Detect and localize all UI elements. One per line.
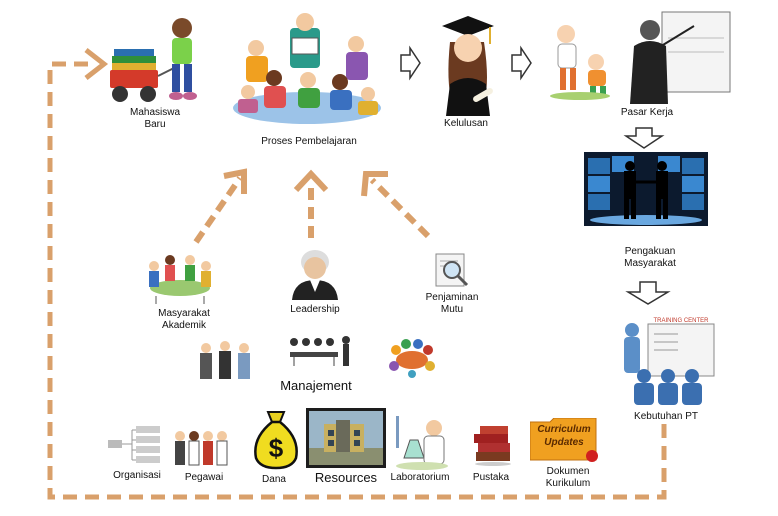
label-resources: Resources: [314, 470, 378, 485]
arrow-recognition-to-needs: [625, 281, 671, 305]
books-icon: [474, 426, 511, 466]
arrow-academic-head: [223, 168, 247, 194]
student-with-wagon-icon: [110, 18, 197, 102]
building-icon: [306, 408, 386, 468]
business-people-icon: [200, 341, 250, 379]
meeting-table-icon: [290, 336, 350, 366]
arrow-graduation-to-market: [511, 45, 532, 81]
graduate-icon: [442, 16, 494, 116]
label-proses-pembelajaran: Proses Pembelajaran: [261, 136, 357, 147]
label-kelulusan: Kelulusan: [444, 118, 488, 129]
arrow-quality-to-process: [369, 177, 431, 239]
money-bag-icon: $: [254, 411, 298, 470]
label-kebutuhan-pt: Kebutuhan PT: [634, 411, 698, 422]
arrow-academic-to-process: [193, 176, 243, 244]
label-pasar-kerja: Pasar Kerja: [620, 107, 674, 118]
leadership-portrait-icon: [292, 250, 338, 300]
label-pustaka: Pustaka: [472, 472, 510, 483]
reading-group-icon: [233, 13, 381, 124]
arrow-process-to-graduation: [400, 45, 421, 81]
label-mahasiswa-baru: Mahasiswa Baru: [129, 107, 181, 130]
arrow-market-to-recognition: [623, 127, 665, 149]
training-center-icon: TRAINING CENTER: [624, 318, 715, 405]
label-penjaminan-mutu: Penjaminan Mutu: [425, 292, 479, 315]
arrow-quality-head: [361, 171, 388, 197]
curriculum-updates-text: Curriculum Updates: [537, 424, 591, 448]
label-masyarakat-akademik: Masyarakat Akademik: [158, 308, 210, 331]
staff-group-icon: [175, 431, 228, 466]
lab-scientist-icon: [396, 416, 448, 470]
label-leadership: Leadership: [290, 304, 340, 315]
svg-text:$: $: [269, 433, 284, 463]
injured-people-icon: [550, 25, 610, 100]
curriculum-folder-icon: Curriculum Updates: [530, 418, 598, 462]
org-chart-icon: [108, 426, 160, 463]
label-pengakuan-masyarakat: Pengakuan Masyarakat: [624, 246, 676, 269]
arrow-leadership-head: [293, 169, 329, 193]
presenter-icon: [630, 11, 731, 104]
label-manajemen: Manajement: [280, 378, 352, 393]
label-pegawai: Pegawai: [184, 472, 224, 483]
label-organisasi: Organisasi: [113, 470, 161, 481]
academic-meeting-icon: [149, 255, 211, 304]
training-center-caption: TRAINING CENTER: [653, 318, 709, 324]
label-dokumen-kurikulum: Dokumen Kurikulum: [545, 466, 591, 489]
team-circle-icon: [389, 339, 435, 378]
handshake-screens-icon: [584, 152, 708, 226]
feedback-loop-head: [84, 48, 109, 80]
label-dana: Dana: [262, 474, 286, 485]
label-laboratorium: Laboratorium: [390, 472, 450, 483]
magnifier-document-icon: [435, 253, 469, 287]
